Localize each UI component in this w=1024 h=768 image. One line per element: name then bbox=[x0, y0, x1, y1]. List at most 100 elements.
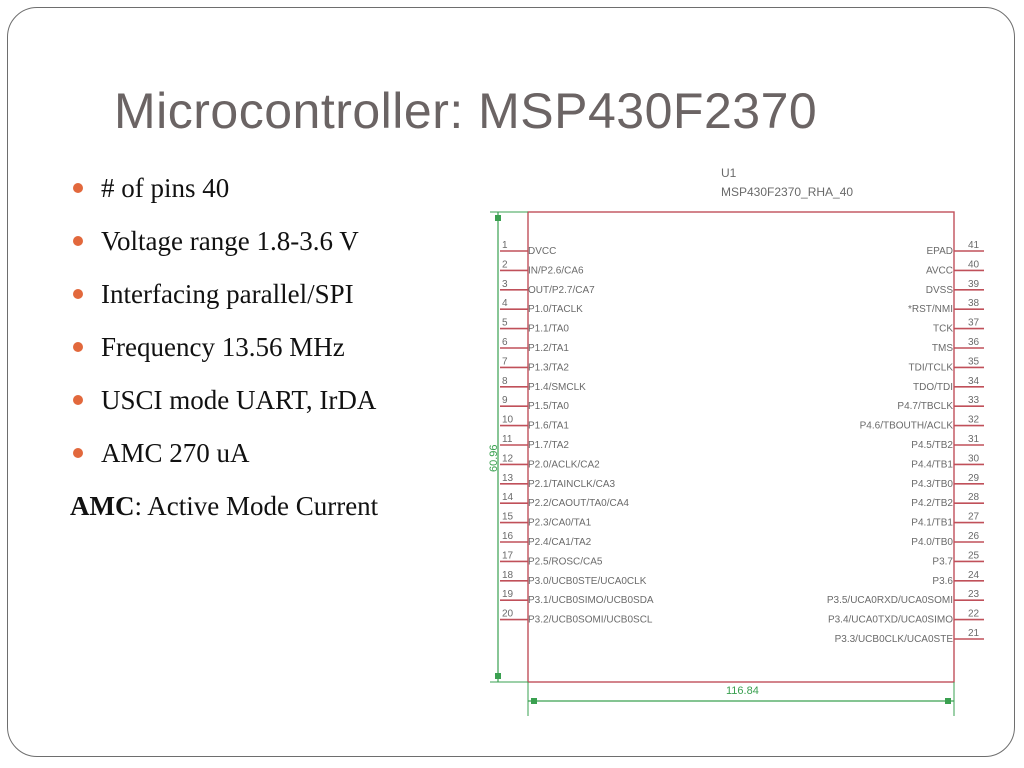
right-pin-number: 39 bbox=[968, 279, 980, 290]
bullet-dot-icon bbox=[73, 395, 83, 405]
bullet-dot-icon bbox=[73, 183, 83, 193]
right-pin-number: 32 bbox=[968, 415, 980, 426]
left-pin-number: 14 bbox=[502, 492, 514, 503]
right-pin-number: 31 bbox=[968, 434, 980, 445]
right-pin-name: P4.6/TBOUTH/ACLK bbox=[860, 421, 954, 432]
bullet-dot-icon bbox=[73, 236, 83, 246]
left-pin-name: P3.2/UCB0SOMI/UCB0SCL bbox=[528, 615, 653, 626]
right-pin-name: P4.5/TB2 bbox=[911, 440, 953, 451]
bullet-text: Frequency 13.56 MHz bbox=[101, 332, 345, 362]
left-pin-number: 5 bbox=[502, 318, 508, 329]
left-pin-number: 2 bbox=[502, 259, 508, 270]
right-pin-name: P3.7 bbox=[932, 556, 953, 567]
right-pin-name: P4.1/TB1 bbox=[911, 518, 953, 529]
left-pin-name: DVCC bbox=[528, 246, 556, 257]
left-pin-number: 16 bbox=[502, 531, 514, 542]
slide-frame bbox=[7, 7, 1015, 757]
right-pin-number: 22 bbox=[968, 609, 980, 620]
right-pin-number: 41 bbox=[968, 240, 980, 251]
left-pin-number: 13 bbox=[502, 473, 514, 484]
left-pin-number: 12 bbox=[502, 453, 514, 464]
left-pin-name: P2.0/ACLK/CA2 bbox=[528, 459, 600, 470]
right-pin-name: P4.0/TB0 bbox=[911, 537, 953, 548]
height-dimension-label: 60.96 bbox=[488, 444, 500, 472]
left-pin-name: P1.5/TA0 bbox=[528, 401, 569, 412]
right-pin-number: 38 bbox=[968, 298, 980, 309]
definition-note: AMC: Active Mode Current bbox=[70, 486, 378, 526]
right-pin-number: 25 bbox=[968, 550, 980, 561]
right-pin-name: P4.3/TB0 bbox=[911, 479, 953, 490]
right-pin-number: 30 bbox=[968, 453, 980, 464]
left-pin-number: 19 bbox=[502, 589, 514, 600]
right-pin-number: 29 bbox=[968, 473, 980, 484]
left-pin-name: P2.3/CA0/TA1 bbox=[528, 518, 592, 529]
left-pin-name: OUT/P2.7/CA7 bbox=[528, 285, 595, 296]
right-pin-number: 35 bbox=[968, 356, 980, 367]
right-pin-name: P4.2/TB2 bbox=[911, 498, 953, 509]
right-pin-group: 41EPAD40AVCC39DVSS38*RST/NMI37TCK36TMS35… bbox=[827, 240, 984, 645]
left-pin-number: 15 bbox=[502, 512, 514, 523]
right-pin-number: 37 bbox=[968, 318, 980, 329]
left-pin-number: 9 bbox=[502, 395, 508, 406]
left-pin-name: P2.5/ROSC/CA5 bbox=[528, 556, 603, 567]
left-pin-number: 20 bbox=[502, 609, 514, 620]
left-pin-number: 18 bbox=[502, 570, 514, 581]
left-pin-name: P3.1/UCB0SIMO/UCB0SDA bbox=[528, 595, 654, 606]
left-pin-name: P2.4/CA1/TA2 bbox=[528, 537, 592, 548]
left-pin-number: 6 bbox=[502, 337, 508, 348]
bullet-dot-icon bbox=[73, 342, 83, 352]
bullet-text: USCI mode UART, IrDA bbox=[101, 385, 377, 415]
right-pin-number: 27 bbox=[968, 512, 980, 523]
right-pin-name: TCK bbox=[933, 324, 953, 335]
left-pin-number: 11 bbox=[502, 434, 513, 445]
left-pin-name: P1.0/TACLK bbox=[528, 304, 583, 315]
schematic-part: MSP430F2370_RHA_40 bbox=[721, 185, 853, 199]
right-pin-number: 34 bbox=[968, 376, 980, 387]
left-pin-name: P1.7/TA2 bbox=[528, 440, 569, 451]
left-pin-number: 3 bbox=[502, 279, 508, 290]
bullet-item: Interfacing parallel/SPI bbox=[70, 274, 376, 327]
schematic-ref: U1 bbox=[721, 166, 737, 180]
right-pin-number: 40 bbox=[968, 259, 980, 270]
width-dimension-arrow-right bbox=[945, 698, 951, 704]
bullet-text: Interfacing parallel/SPI bbox=[101, 279, 354, 309]
bullet-item: Voltage range 1.8-3.6 V bbox=[70, 221, 376, 274]
bullet-item: # of pins 40 bbox=[70, 168, 376, 221]
bullet-item: USCI mode UART, IrDA bbox=[70, 380, 376, 433]
width-dimension-label: 116.84 bbox=[726, 685, 759, 697]
left-pin-name: P2.2/CAOUT/TA0/CA4 bbox=[528, 498, 629, 509]
right-pin-number: 23 bbox=[968, 589, 980, 600]
left-pin-number: 4 bbox=[502, 298, 508, 309]
slide-title: Microcontroller: MSP430F2370 bbox=[114, 83, 818, 139]
bullet-dot-icon bbox=[73, 448, 83, 458]
definition-term: AMC bbox=[70, 491, 135, 521]
right-pin-number: 33 bbox=[968, 395, 980, 406]
right-pin-name: *RST/NMI bbox=[908, 304, 953, 315]
left-pin-name: P2.1/TAINCLK/CA3 bbox=[528, 479, 616, 490]
left-pin-name: P1.6/TA1 bbox=[528, 421, 569, 432]
left-pin-name: P1.3/TA2 bbox=[528, 362, 569, 373]
left-pin-name: P3.0/UCB0STE/UCA0CLK bbox=[528, 576, 647, 587]
right-pin-name: P4.4/TB1 bbox=[911, 459, 953, 470]
right-pin-number: 21 bbox=[968, 628, 980, 639]
right-pin-name: EPAD bbox=[927, 246, 954, 257]
right-pin-number: 24 bbox=[968, 570, 980, 581]
bullet-text: # of pins 40 bbox=[101, 173, 230, 203]
bullet-dot-icon bbox=[73, 289, 83, 299]
left-pin-name: P1.4/SMCLK bbox=[528, 382, 586, 393]
right-pin-name: P3.6 bbox=[932, 576, 953, 587]
right-pin-number: 26 bbox=[968, 531, 980, 542]
right-pin-name: P3.5/UCA0RXD/UCA0SOMI bbox=[827, 595, 953, 606]
right-pin-name: DVSS bbox=[926, 285, 954, 296]
bullet-item: Frequency 13.56 MHz bbox=[70, 327, 376, 380]
bullet-text: Voltage range 1.8-3.6 V bbox=[101, 226, 359, 256]
right-pin-number: 36 bbox=[968, 337, 980, 348]
bullet-text: AMC 270 uA bbox=[101, 438, 250, 468]
right-pin-name: P4.7/TBCLK bbox=[897, 401, 953, 412]
width-dimension-arrow-left bbox=[531, 698, 537, 704]
left-pin-number: 8 bbox=[502, 376, 508, 387]
right-pin-name: P3.3/UCB0CLK/UCA0STE bbox=[835, 634, 954, 645]
left-pin-name: IN/P2.6/CA6 bbox=[528, 265, 584, 276]
left-pin-number: 1 bbox=[502, 240, 508, 251]
right-pin-name: AVCC bbox=[926, 265, 953, 276]
